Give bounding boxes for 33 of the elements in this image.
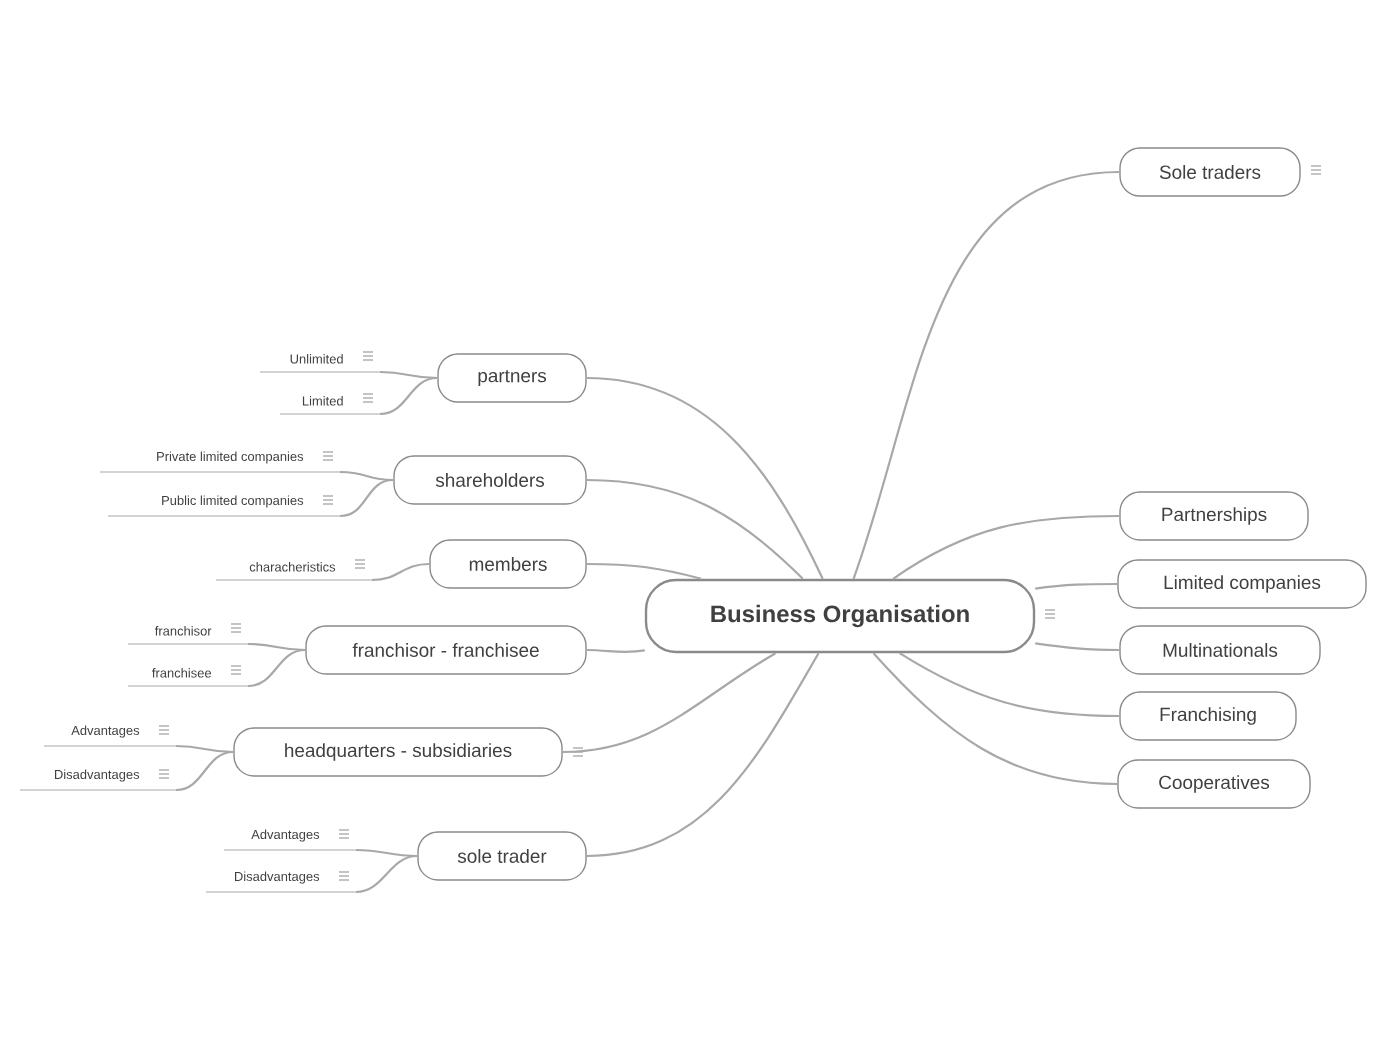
connector-line xyxy=(355,854,418,894)
topic-box: Sole traders xyxy=(1119,147,1301,197)
topic-box: Franchising xyxy=(1119,691,1297,741)
connector-line xyxy=(562,652,777,754)
connector-line xyxy=(247,648,306,688)
connector-line xyxy=(586,652,820,858)
connector-line xyxy=(1035,582,1118,590)
topic-box: Cooperatives xyxy=(1117,759,1311,809)
connector-line xyxy=(340,470,394,482)
connector-line xyxy=(872,652,1118,786)
connector-line xyxy=(1035,642,1120,652)
topic-box: Limited companies xyxy=(1117,559,1367,609)
connector-line xyxy=(176,744,234,754)
topic-box: members xyxy=(429,539,587,589)
topic-box: franchisor - franchisee xyxy=(305,625,587,675)
connector-line xyxy=(852,170,1120,580)
topic-box: Partnerships xyxy=(1119,491,1309,541)
connector-line xyxy=(371,562,430,582)
topic-box: sole trader xyxy=(417,831,587,881)
central-topic: Business Organisation xyxy=(644,578,1036,654)
connector-line xyxy=(586,376,824,580)
topic-box: partners xyxy=(437,353,587,403)
connector-line xyxy=(892,514,1120,580)
connector-line xyxy=(339,478,394,518)
topic-box: headquarters - subsidiaries xyxy=(233,727,563,777)
connector-line xyxy=(586,648,645,654)
connector-line xyxy=(586,562,702,580)
connector-line xyxy=(175,750,234,792)
connector-line xyxy=(379,376,438,416)
topic-box: Multinationals xyxy=(1119,625,1321,675)
topic-box: shareholders xyxy=(393,455,587,505)
connector-line xyxy=(586,478,804,580)
connector-line xyxy=(899,652,1120,718)
